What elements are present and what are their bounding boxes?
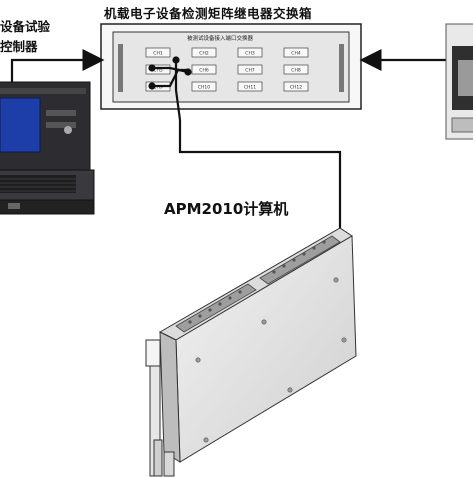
port-connector: CH11: [237, 81, 263, 92]
port-label: CH3: [245, 51, 255, 57]
controller-label-line2: 控制器: [0, 39, 38, 54]
computer-link: [178, 120, 342, 236]
port-connector: CH5: [145, 64, 171, 75]
controller-pc: [0, 81, 95, 215]
port-label: CH7: [245, 68, 255, 74]
panel-header: 被测试设备接入端口交换器: [187, 34, 254, 42]
port-connector: CH3: [237, 47, 263, 58]
port-connector: CH12: [283, 81, 309, 92]
port-label: CH1: [153, 51, 163, 57]
port-label: CH6: [199, 68, 209, 74]
right-rail: [339, 44, 344, 92]
controller-link: [10, 49, 105, 82]
port-label: CH10: [198, 85, 210, 91]
port-label: CH2: [199, 51, 209, 57]
port-label: CH9: [153, 85, 163, 91]
internal-wiring: [148, 56, 192, 121]
port-connector: CH8: [283, 64, 309, 75]
port-connector: CH6: [191, 64, 217, 75]
port-label: CH11: [244, 85, 256, 91]
port-label: CH12: [290, 85, 302, 91]
port-label: CH5: [153, 68, 163, 74]
port-connector: CH7: [237, 64, 263, 75]
left-rail: [118, 44, 123, 92]
port-label: CH4: [291, 51, 301, 57]
port-connector: CH1: [145, 47, 171, 58]
port-connector: CH2: [191, 47, 217, 58]
apm2010-card: [145, 227, 357, 477]
computer-label: APM2010计算机: [164, 200, 289, 218]
port-connector: CH4: [283, 47, 309, 58]
switch-box-title: 机载电子设备检测矩阵继电器交换箱: [104, 6, 313, 21]
test-unit: [445, 23, 473, 140]
port-connector: CH10: [191, 81, 217, 92]
controller-label-line1: 设备试验: [0, 19, 51, 34]
port-label: CH8: [291, 68, 301, 74]
